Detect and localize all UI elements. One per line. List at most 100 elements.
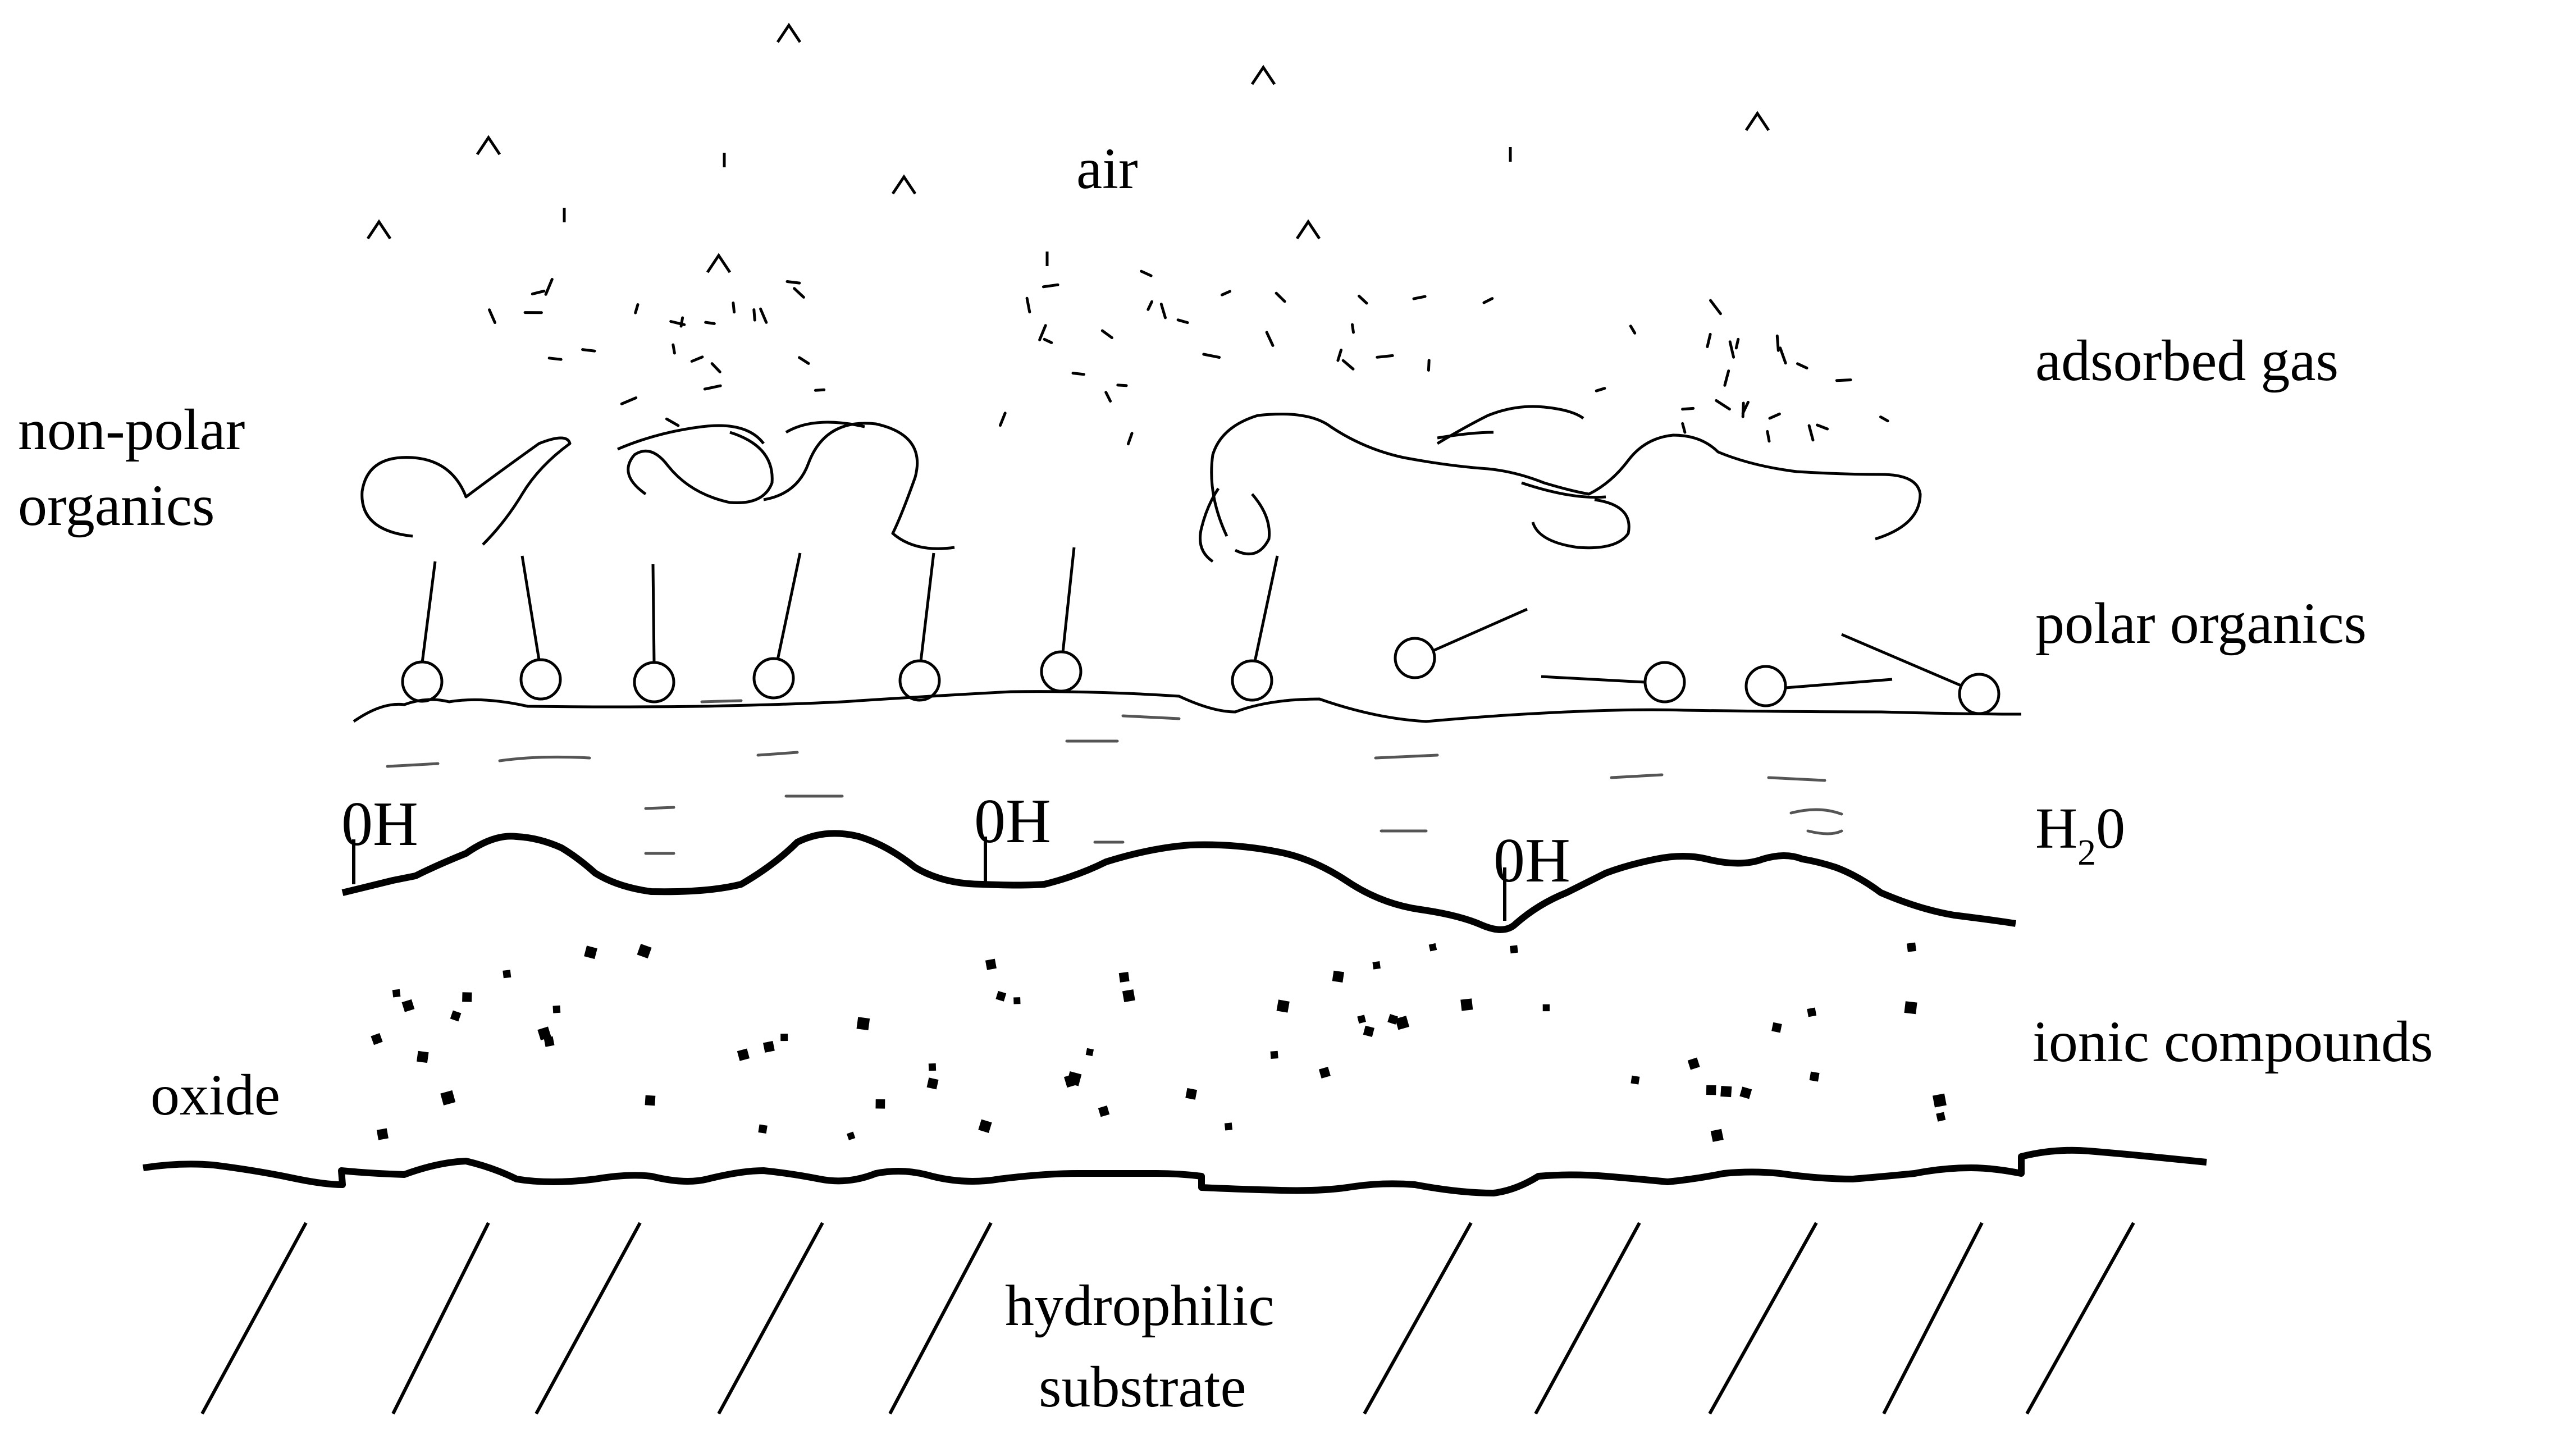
gas-dash bbox=[634, 303, 640, 314]
gas-dash bbox=[1202, 353, 1221, 359]
gas-dash bbox=[581, 348, 596, 353]
ionic-dot bbox=[1372, 961, 1381, 970]
gas-dash bbox=[1025, 296, 1031, 314]
gas-dash bbox=[1038, 324, 1047, 341]
ionic-dot bbox=[462, 992, 472, 1002]
ionic-dot bbox=[503, 970, 511, 979]
label-non-polar-line1: non-polar bbox=[18, 398, 245, 462]
ionic-dot bbox=[1428, 943, 1437, 952]
ionic-dot bbox=[1276, 999, 1290, 1013]
gas-dash bbox=[1775, 334, 1780, 352]
gas-dash bbox=[1741, 400, 1750, 415]
gas-dash bbox=[669, 320, 686, 326]
ionic-dot bbox=[450, 1010, 462, 1022]
hydroxyl-label-2: 0H bbox=[974, 787, 1051, 856]
gas-dash bbox=[1071, 372, 1085, 376]
gas-dash bbox=[759, 307, 768, 324]
gas-dash bbox=[1100, 329, 1113, 339]
gas-dash bbox=[690, 355, 704, 363]
adsorbed-gas-dashes bbox=[488, 269, 1889, 446]
ionic-dot bbox=[645, 1095, 656, 1106]
gas-dash bbox=[793, 287, 805, 299]
hydroxylated-surface-line bbox=[341, 830, 2016, 933]
ionic-dot bbox=[1807, 1007, 1817, 1017]
ionic-dot bbox=[1739, 1086, 1752, 1099]
label-substrate-line1: hydrophilic bbox=[1005, 1273, 1274, 1338]
ionic-dot bbox=[1013, 997, 1021, 1004]
ionic-dot bbox=[978, 1119, 992, 1133]
label-substrate-line2: substrate bbox=[1039, 1355, 1246, 1419]
ionic-dot bbox=[926, 1077, 939, 1090]
gas-dash bbox=[704, 321, 716, 325]
gas-dash bbox=[999, 412, 1007, 427]
ionic-dot bbox=[371, 1033, 383, 1045]
ionic-dot bbox=[1185, 1088, 1198, 1100]
label-water: H20 bbox=[2035, 796, 2125, 873]
gas-dash bbox=[1723, 369, 1730, 387]
ionic-dot bbox=[780, 1034, 788, 1041]
label-ionic-compounds: ionic compounds bbox=[2033, 1009, 2433, 1074]
gas-dash bbox=[710, 362, 721, 373]
gas-dash bbox=[1116, 383, 1128, 387]
gas-dash bbox=[1351, 323, 1355, 334]
gas-dash bbox=[752, 308, 756, 322]
ionic-dot bbox=[1122, 989, 1135, 1003]
ionic-dot bbox=[1363, 1025, 1374, 1037]
hydroxyl-stems bbox=[352, 837, 1506, 921]
gas-dash bbox=[1176, 318, 1189, 325]
gas-dash bbox=[1140, 269, 1153, 277]
non-polar-organics-strands bbox=[360, 405, 1922, 563]
gas-dash bbox=[1879, 415, 1889, 423]
ionic-dot bbox=[1771, 1022, 1782, 1033]
gas-dash bbox=[1709, 299, 1722, 316]
gas-dash bbox=[1681, 422, 1687, 434]
gas-dash bbox=[1728, 340, 1735, 359]
hydroxyl-label-3: 0H bbox=[1493, 826, 1570, 896]
gas-dash bbox=[665, 417, 680, 427]
ionic-dot bbox=[737, 1048, 750, 1061]
gas-dash bbox=[1766, 430, 1771, 443]
label-non-polar-line2: organics bbox=[18, 473, 214, 538]
gas-dash bbox=[1482, 297, 1494, 304]
ionic-dot bbox=[847, 1131, 856, 1140]
ionic-dot bbox=[1907, 942, 1917, 952]
ionic-dot bbox=[1063, 1073, 1078, 1088]
ionic-dot bbox=[763, 1041, 775, 1053]
ionic-dot bbox=[1706, 1085, 1716, 1095]
gas-dash bbox=[1779, 346, 1787, 365]
gas-dash bbox=[531, 289, 546, 296]
ionic-dot bbox=[1904, 1001, 1917, 1015]
ionic-dot bbox=[537, 1026, 551, 1040]
ionic-dot bbox=[1395, 1016, 1410, 1030]
ionic-compound-dots bbox=[371, 942, 1947, 1142]
gas-dash bbox=[1336, 348, 1343, 362]
ionic-dot bbox=[1687, 1057, 1700, 1070]
gas-dash bbox=[1768, 412, 1781, 420]
ionic-dot bbox=[1510, 945, 1518, 954]
ionic-dot bbox=[401, 999, 415, 1012]
ionic-dot bbox=[928, 1063, 937, 1071]
gas-dash bbox=[798, 356, 810, 365]
ionic-dot bbox=[376, 1128, 389, 1140]
gas-dash bbox=[1681, 406, 1695, 411]
gas-dash bbox=[1159, 303, 1167, 319]
gas-dash bbox=[1715, 399, 1731, 411]
label-air: air bbox=[1076, 136, 1138, 201]
ionic-dot bbox=[1270, 1050, 1278, 1059]
gas-dash bbox=[785, 280, 801, 285]
ionic-dot bbox=[392, 989, 401, 998]
gas-dash bbox=[1835, 378, 1852, 382]
air-molecules bbox=[366, 22, 1770, 273]
ionic-dot bbox=[1630, 1075, 1640, 1085]
gas-dash bbox=[1629, 325, 1637, 335]
ionic-dot bbox=[584, 945, 597, 960]
water-h: H bbox=[2035, 796, 2077, 861]
label-oxide: oxide bbox=[150, 1063, 280, 1127]
ionic-dot bbox=[1098, 1105, 1110, 1117]
gas-dash bbox=[1376, 354, 1394, 359]
gas-dash bbox=[1427, 359, 1431, 372]
gas-dash bbox=[544, 278, 554, 296]
gas-dash bbox=[1104, 391, 1112, 403]
